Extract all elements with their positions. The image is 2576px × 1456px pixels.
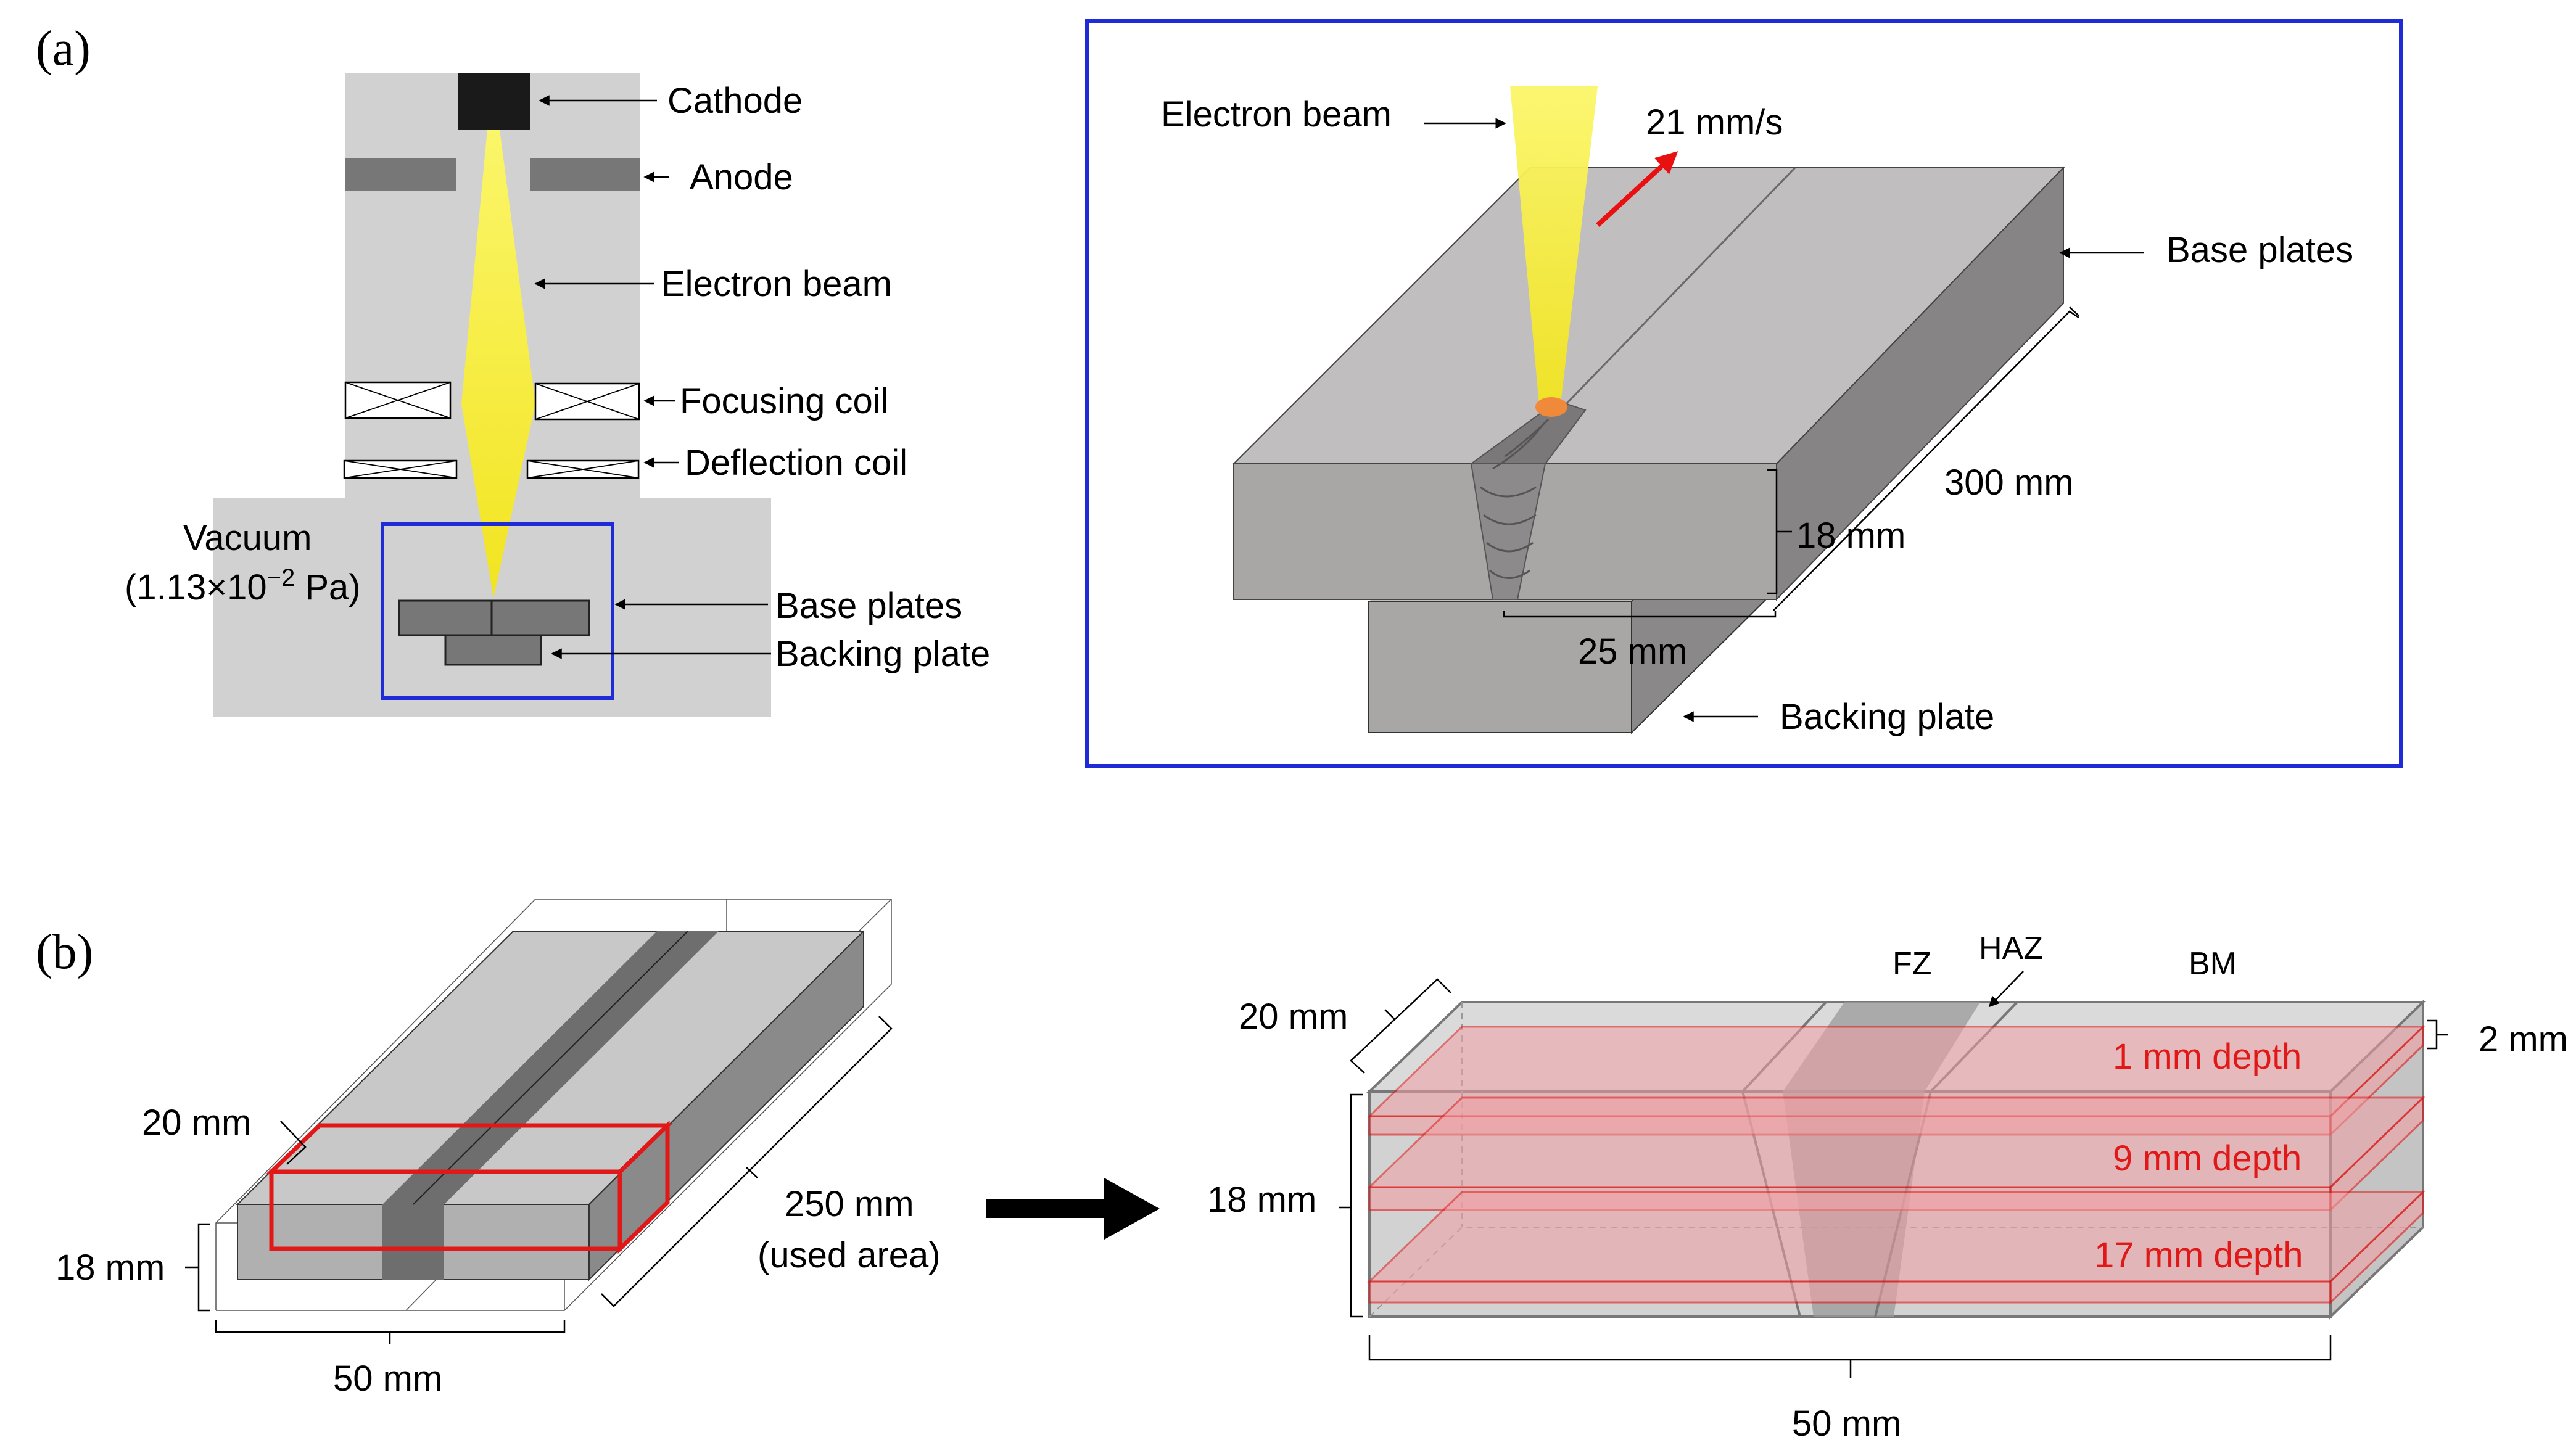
label-focusing-coil: Focusing coil xyxy=(680,381,888,421)
panel-b-tag: (b) xyxy=(36,925,93,979)
plate-label-base-width: 50 mm xyxy=(333,1359,442,1399)
plate-label-used-length: 250 mm xyxy=(785,1184,914,1224)
slice-label-1mm: 1 mm depth xyxy=(2113,1037,2301,1077)
deflection-coil-right xyxy=(526,459,640,479)
label-electron-beam: Electron beam xyxy=(661,264,892,304)
melt-pool xyxy=(1535,397,1567,417)
zone-label-haz: HAZ xyxy=(1979,931,2043,966)
slice-label-17mm: 17 mm depth xyxy=(2094,1235,2303,1275)
backing-plate xyxy=(444,634,542,666)
label-backing-plate: Backing plate xyxy=(775,634,990,674)
detail-label-thickness: 18 mm xyxy=(1796,516,1905,556)
base-plate-right xyxy=(490,599,590,636)
detail-label-gap: 25 mm xyxy=(1578,631,1687,672)
focusing-coil-left xyxy=(344,381,452,419)
weld-zone-front xyxy=(382,1204,444,1280)
plate-label-height: 18 mm xyxy=(56,1248,165,1288)
specimen-slices-sketch: FZ HAZ BM 20 mm 2 mm 18 mm 50 mm 1 mm de… xyxy=(1207,931,2568,1444)
extraction-box-side xyxy=(617,1120,670,1254)
plate-side xyxy=(588,929,864,1281)
specimen-label-width: 20 mm xyxy=(1239,997,1348,1037)
plate-label-used-note: (used area) xyxy=(758,1235,941,1275)
label-deflection-coil: Deflection coil xyxy=(685,443,907,483)
weld-bead-top xyxy=(1469,400,1587,464)
slice-label-9mm: 9 mm depth xyxy=(2113,1138,2301,1178)
transition-arrow xyxy=(986,1178,1160,1240)
ebw-machine-schematic: Cathode Anode Electron beam Focusing coi… xyxy=(125,73,990,717)
zone-label-bm: BM xyxy=(2189,946,2237,982)
cathode-block xyxy=(458,73,530,130)
detail-callout-box xyxy=(381,522,614,700)
detail-label-backing-plate: Backing plate xyxy=(1780,697,1994,737)
plate-label-width: 20 mm xyxy=(142,1103,251,1143)
detail-label-length: 300 mm xyxy=(1944,463,2074,503)
deflection-coil-left xyxy=(343,459,458,479)
base-plate-left xyxy=(398,599,493,636)
specimen-label-height: 18 mm xyxy=(1207,1180,1316,1220)
detail-label-electron-beam: Electron beam xyxy=(1161,94,1392,134)
label-vacuum-pressure: (1.13×10−2 Pa) xyxy=(125,564,361,607)
anode-right xyxy=(530,158,640,191)
detail-electron-beam xyxy=(1510,86,1598,404)
weld-ripples xyxy=(1480,418,1550,579)
label-base-plates: Base plates xyxy=(775,586,962,626)
electron-beam-column xyxy=(461,130,535,598)
detail-label-speed: 21 mm/s xyxy=(1646,102,1783,142)
label-cathode: Cathode xyxy=(667,81,803,121)
detail-frame xyxy=(1085,19,2403,768)
slice-17mm xyxy=(1367,1190,2425,1305)
specimen-label-slice-thickness: 2 mm xyxy=(2479,1019,2568,1059)
zone-label-fz: FZ xyxy=(1893,946,1932,982)
anode-left xyxy=(345,158,456,191)
specimen-label-base-width: 50 mm xyxy=(1792,1404,1901,1444)
label-vacuum: Vacuum xyxy=(183,518,312,558)
panel-a-tag: (a) xyxy=(36,22,91,76)
label-anode: Anode xyxy=(690,157,793,197)
focusing-coil-right xyxy=(534,382,640,421)
welded-plate-sketch: 20 mm 18 mm 50 mm 250 mm (used area) xyxy=(56,899,941,1399)
detail-label-base-plates: Base plates xyxy=(2166,230,2353,270)
travel-arrow xyxy=(1596,151,1678,227)
weld-detail-view: Electron beam 21 mm/s Base plates 300 mm… xyxy=(1085,19,2403,768)
